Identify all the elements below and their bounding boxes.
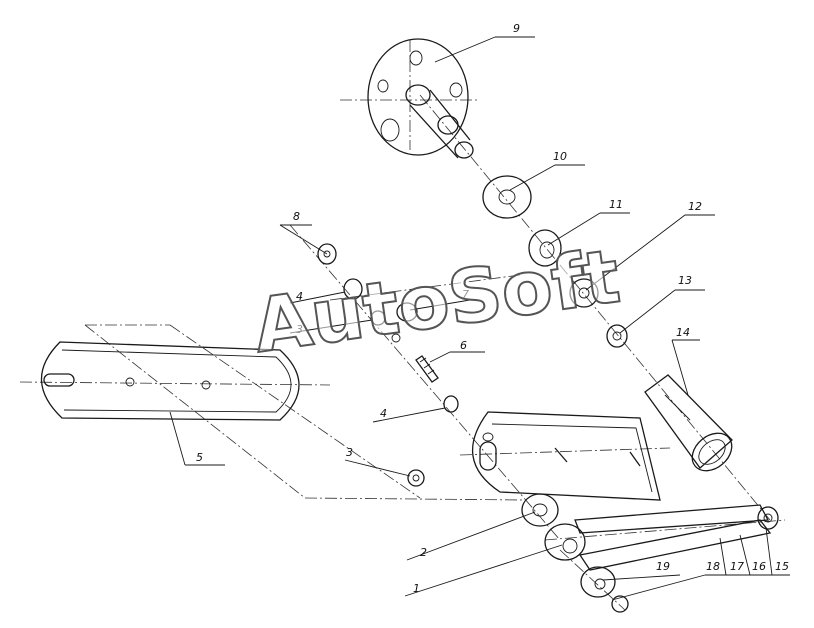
part-12-washer [569,278,599,308]
label-part-5: 5 [196,451,203,464]
part-13-small-washer [606,324,628,348]
bracket-plate [471,411,661,501]
label-part-1: 1 [413,582,420,595]
part-19-end-fitting [580,566,629,613]
part-5-lever-arm [40,341,300,421]
label-part-8: 8 [293,210,300,223]
part-4-washer-lower [443,395,459,413]
watermark: AutoSoft [249,233,625,369]
part-14-sleeve [644,374,733,472]
label-part-11: 11 [609,198,623,211]
label-part-4-upper: 4 [296,290,303,303]
label-part-17: 17 [730,560,744,573]
label-part-4-lower: 4 [380,407,387,420]
part-6-stud [415,355,439,383]
part-labels: 9 10 11 12 13 14 8 4 3 7 6 4 3 5 2 1 19 … [196,22,789,595]
part-10-washer [482,175,532,219]
label-part-3-lower: 3 [346,446,353,459]
label-part-18: 18 [706,560,720,573]
part-7-pin-assembly [370,302,418,343]
part-16-17-links [574,504,779,571]
label-part-19: 19 [656,560,670,573]
label-part-12: 12 [688,200,702,213]
axis-lines [19,40,786,611]
part-9-flanged-shaft [367,38,474,159]
part-4-washer-upper [343,278,363,300]
label-part-13: 13 [678,274,692,287]
label-part-6: 6 [460,339,467,352]
part-8-nut [317,243,337,265]
label-part-16: 16 [752,560,766,573]
label-part-2: 2 [420,546,427,559]
part-11-bushing [528,229,562,267]
part-2-clevis [521,493,559,527]
label-part-3-upper: 3 [296,323,303,336]
label-part-7: 7 [462,288,469,301]
leader-lines [169,36,790,601]
label-part-14: 14 [676,326,690,339]
part-3-nut-lower [407,469,425,487]
label-part-10: 10 [553,150,567,163]
part-1-crank [544,523,586,561]
label-part-9: 9 [513,22,520,35]
label-part-15: 15 [775,560,789,573]
